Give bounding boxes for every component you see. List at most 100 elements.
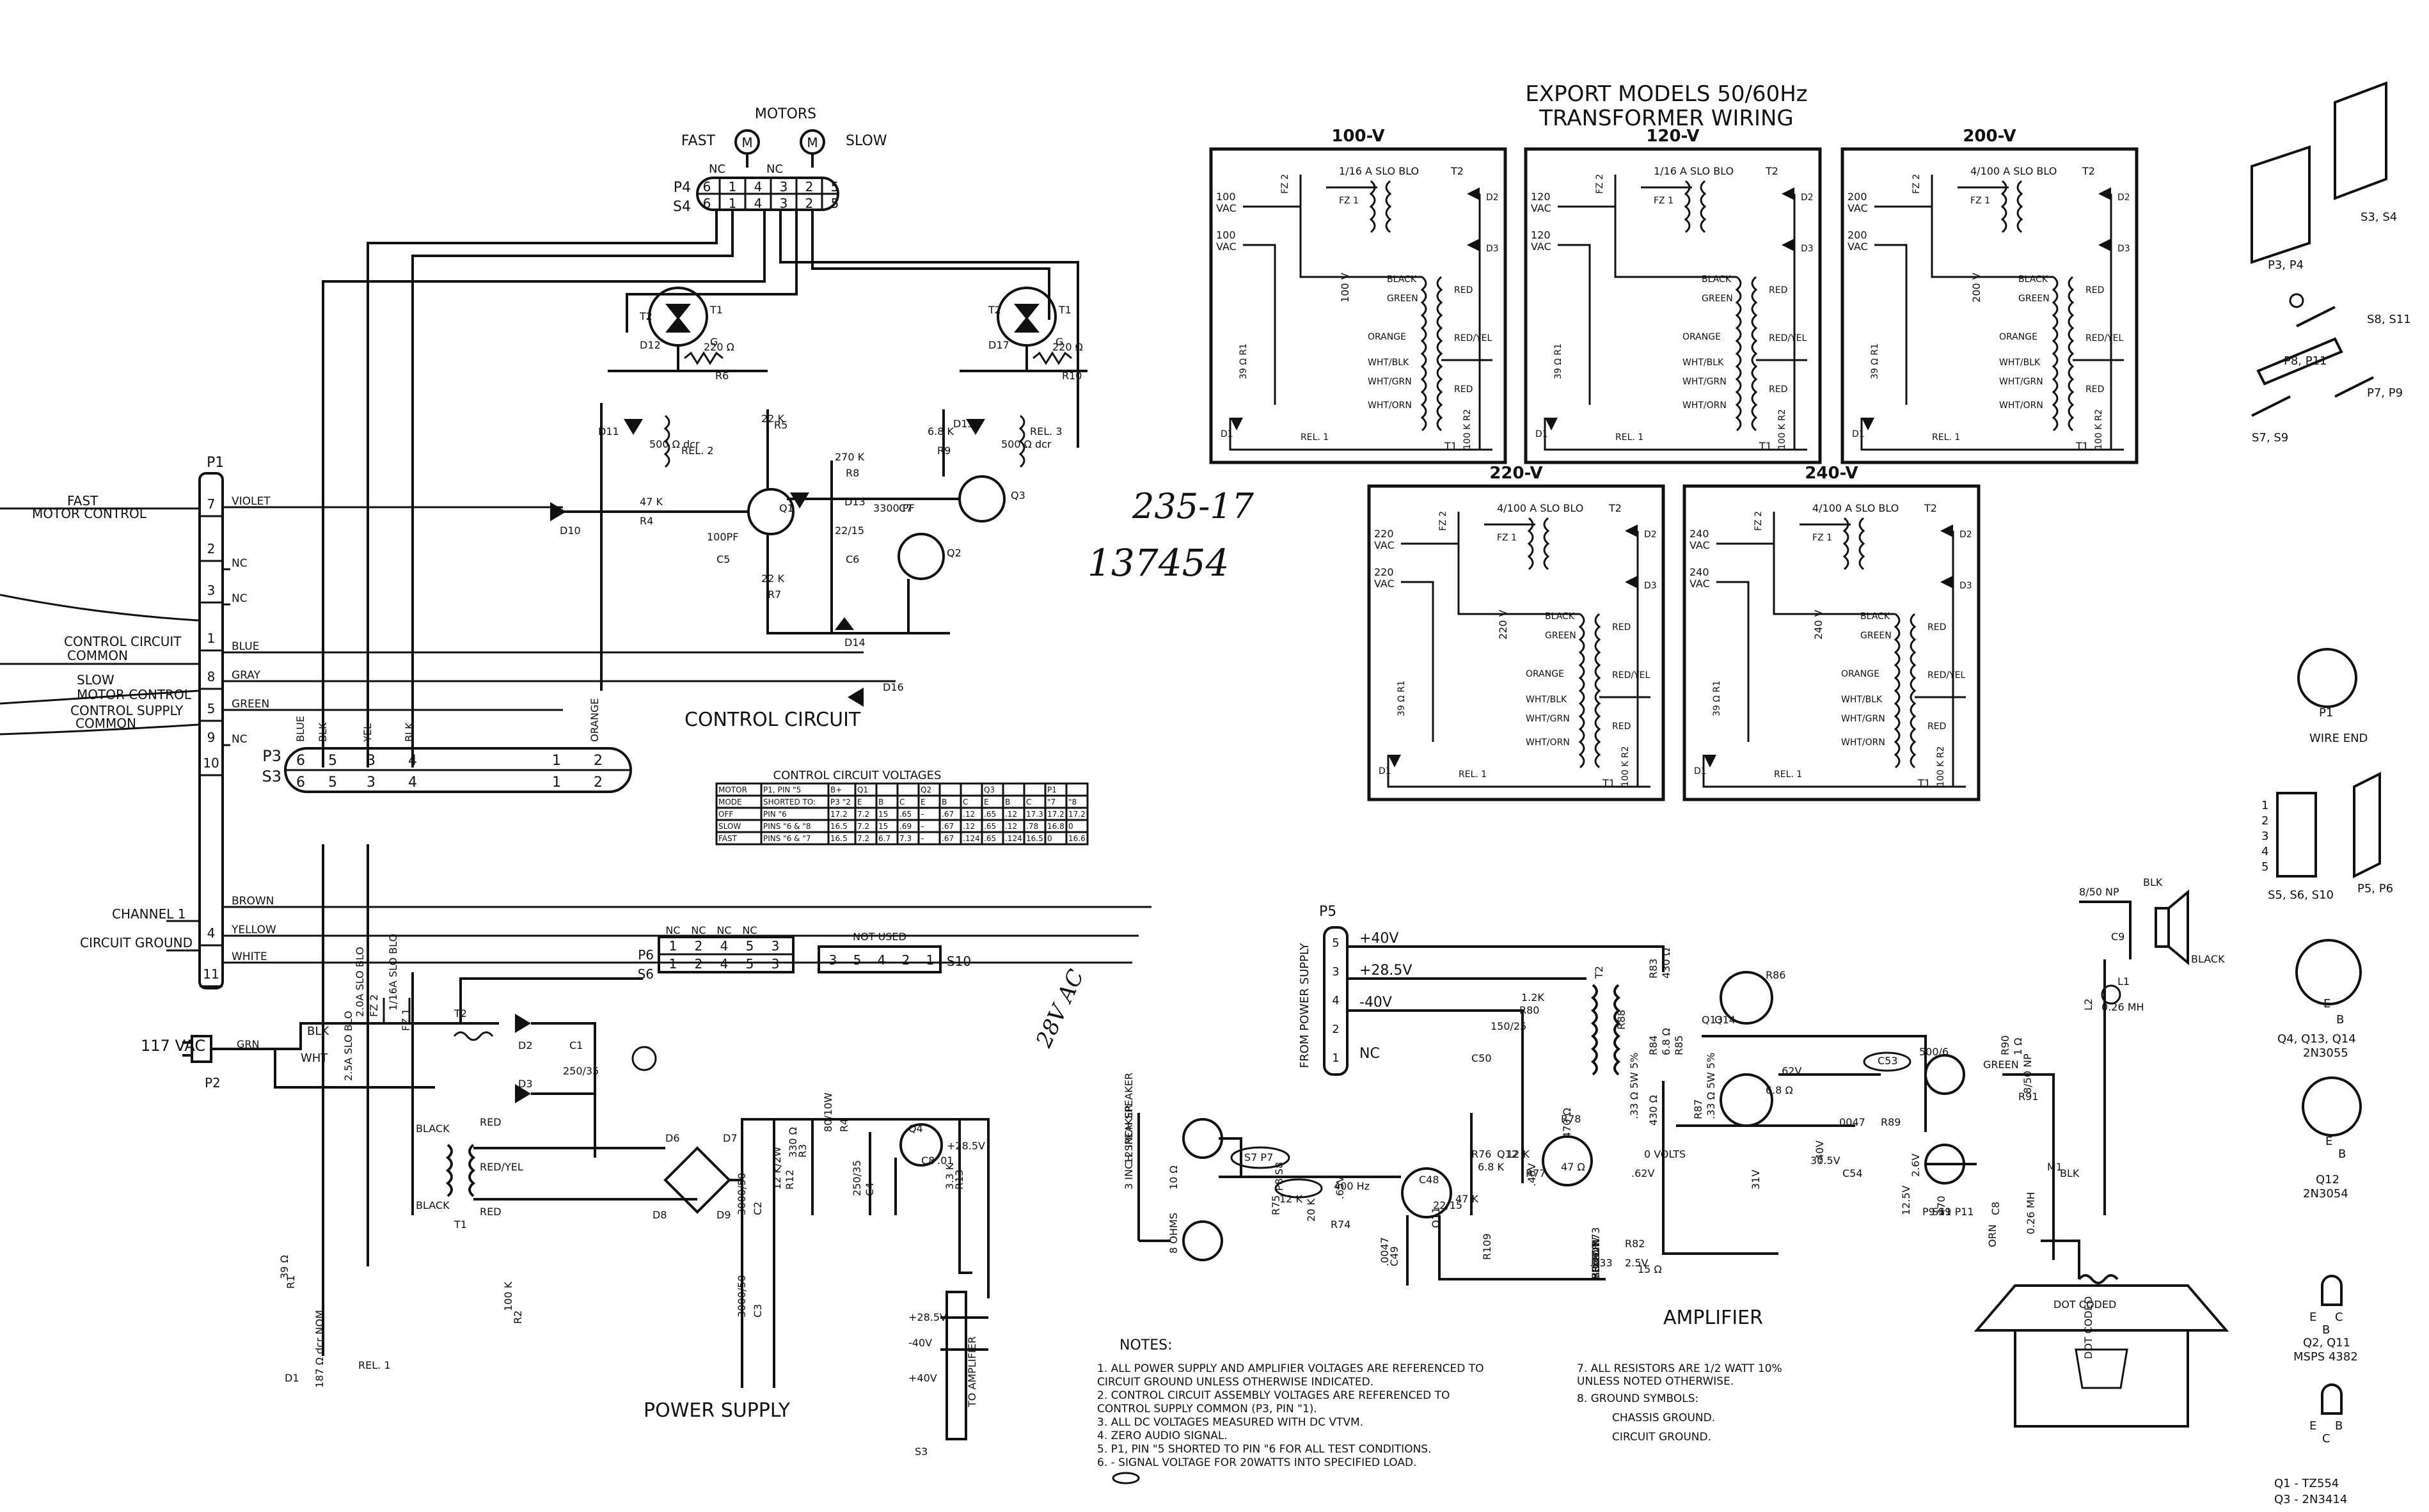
amp-label: P8 S8 <box>1273 1162 1285 1191</box>
p5-label: P5 <box>1319 904 1336 920</box>
legend-lead: B <box>2322 1323 2330 1337</box>
legend-pin-num: 1 <box>2261 799 2268 812</box>
p3-pin-top: 2 <box>594 753 603 769</box>
ps-label: 12 K/2W <box>771 1146 783 1190</box>
panel-tap-voltage: 100 V <box>1339 272 1351 303</box>
p6-pin-top: 4 <box>720 938 729 954</box>
s3-label: S3 <box>262 768 281 785</box>
panel-d3: D3 <box>1486 244 1499 254</box>
amp-label: R78 <box>1561 1113 1581 1125</box>
amplifier: P5 FROM POWER SUPPLY AMPLIFIER <box>1137 889 2229 1428</box>
p1-pin: 11 <box>203 966 219 982</box>
vtable-cell: 16.5 <box>830 834 848 843</box>
amp-label: BROWN <box>1590 1240 1602 1279</box>
ps-label: D1 <box>285 1372 299 1384</box>
handwritten-notes: 235-17 137454 28V AC <box>1031 486 1254 1052</box>
panel-wire-wht-orn: WHT/ORN <box>1526 737 1570 748</box>
panel-wire-black: BLACK <box>1702 274 1732 285</box>
vtable-cell: 17.3 <box>1026 810 1043 819</box>
ps-label: C3 <box>752 1304 764 1318</box>
legend-q4_type: 2N3055 <box>2303 1046 2348 1060</box>
p1-connector: P1 723185104119VIOLETNCNCBLUEGRAYGREENNC… <box>0 455 1151 989</box>
ps-label: T1 <box>454 1218 467 1231</box>
p6-pin-bottom: 4 <box>720 956 729 972</box>
ps-label: R13 <box>953 1170 965 1190</box>
panel-fuse-rating: 4/100 A SLO BLO <box>1970 165 2057 177</box>
panel-wire-wht-orn: WHT/ORN <box>1841 737 1885 748</box>
amp-label: 15 Ω <box>1638 1263 1662 1275</box>
legend-q2_type: MSPS 4382 <box>2293 1350 2358 1364</box>
amp-label: S7 P7 <box>1244 1151 1273 1163</box>
p6-pin-bottom: 3 <box>771 956 780 972</box>
panel-vac: 240 <box>1689 528 1709 540</box>
motors-title: MOTORS <box>755 106 816 122</box>
vtable-frame <box>715 782 1089 846</box>
ps-label: TO AMPLIFIER <box>966 1336 978 1408</box>
legend-q2: Q2, Q11 <box>2303 1336 2350 1350</box>
panel-r2: 100 K R2 <box>1620 746 1631 787</box>
notes-block: NOTES: 1. ALL POWER SUPPLY AND AMPLIFIER… <box>1097 1337 1782 1484</box>
motors-connector: MOTORS FAST SLOW M M NC NC P4 S4 6611443… <box>673 106 887 215</box>
control-label: R4 <box>640 515 653 527</box>
panel-wire-wht-grn: WHT/GRN <box>1526 714 1570 724</box>
note-line: CIRCUIT GROUND UNLESS OTHERWISE INDICATE… <box>1097 1376 1373 1389</box>
vtable-cell: .65 <box>984 822 996 831</box>
p1-wire-label: NC <box>232 592 248 605</box>
legend-s7s9: S7, S9 <box>2252 431 2288 445</box>
vtable-cell: .124 <box>963 834 980 843</box>
vtable-cell: 17.2 <box>830 810 848 819</box>
p1-body <box>198 472 224 989</box>
control-label: D10 <box>560 524 581 537</box>
ps-label: 39 Ω <box>278 1255 290 1279</box>
plug-p8-icon <box>2256 337 2343 386</box>
ps-label: R3 <box>796 1144 809 1158</box>
panel-d3: D3 <box>1644 581 1657 591</box>
control-circuit <box>322 211 1088 768</box>
vtable-cell: PINS "6 & "7 <box>763 834 811 843</box>
panel-wire-red: RED <box>2085 285 2104 295</box>
signal-oval-legend <box>1112 1472 1140 1484</box>
p1-pin: 3 <box>207 583 216 598</box>
ps-label: 2.5A SLO BLO <box>342 1011 354 1081</box>
p4-s4-connector-body <box>696 177 839 211</box>
panel-d1: D1 <box>1694 766 1707 776</box>
control-label: C5 <box>716 553 730 565</box>
ps-label: R4 <box>838 1119 850 1132</box>
panel-fz2: FZ 2 <box>1595 174 1605 194</box>
header-title-line1: EXPORT MODELS 50/60Hz <box>1525 81 1807 107</box>
panel-wire-wht-orn: WHT/ORN <box>1999 400 2043 411</box>
vtable-cell: – <box>921 822 924 831</box>
motor-pin-top: 5 <box>831 179 839 194</box>
q12-package-icon <box>2302 1076 2362 1137</box>
amp-label: 430 Ω <box>1660 948 1672 979</box>
p8-s8-jack-icon <box>1182 1220 1223 1261</box>
vtable-head2: P3 "2 <box>830 798 851 807</box>
panel-wire-orange: ORANGE <box>1682 332 1721 342</box>
legend-lead: E <box>2325 1135 2332 1148</box>
control-label: T1 <box>1058 304 1072 316</box>
vtable-cell: PINS "6 & "8 <box>763 822 811 831</box>
legend-lead: B <box>2338 1147 2346 1161</box>
bridge-rectifier <box>663 1146 731 1214</box>
p1-wire-label: BLUE <box>232 640 259 653</box>
panel-frame <box>1209 147 1507 464</box>
amp-label: C49 <box>1388 1246 1400 1266</box>
p3-pin-bottom: 2 <box>594 775 603 791</box>
p1-pin: 9 <box>207 730 216 745</box>
legend-lead: C <box>2322 1432 2330 1445</box>
vtable-cell: OFF <box>718 810 733 819</box>
s10-pin: 2 <box>902 952 910 968</box>
p1-side-label: CONTROL CIRCUIT <box>64 634 182 649</box>
amp-label: 31V <box>1750 1170 1762 1190</box>
ps-label: -40V <box>908 1337 932 1349</box>
amp-label: R82 <box>1625 1238 1645 1250</box>
legend-lead: B <box>2336 1013 2344 1027</box>
ps-label: R1 <box>285 1275 297 1289</box>
panel-vac: 120 <box>1531 229 1551 241</box>
vtable-head2: E <box>857 798 862 807</box>
three-inch-speaker-icon <box>2155 889 2189 966</box>
panel-vac: 200 <box>1847 191 1867 203</box>
amp-label: 500/6 <box>1919 1046 1949 1058</box>
legend-pin-num: 4 <box>2261 845 2268 858</box>
